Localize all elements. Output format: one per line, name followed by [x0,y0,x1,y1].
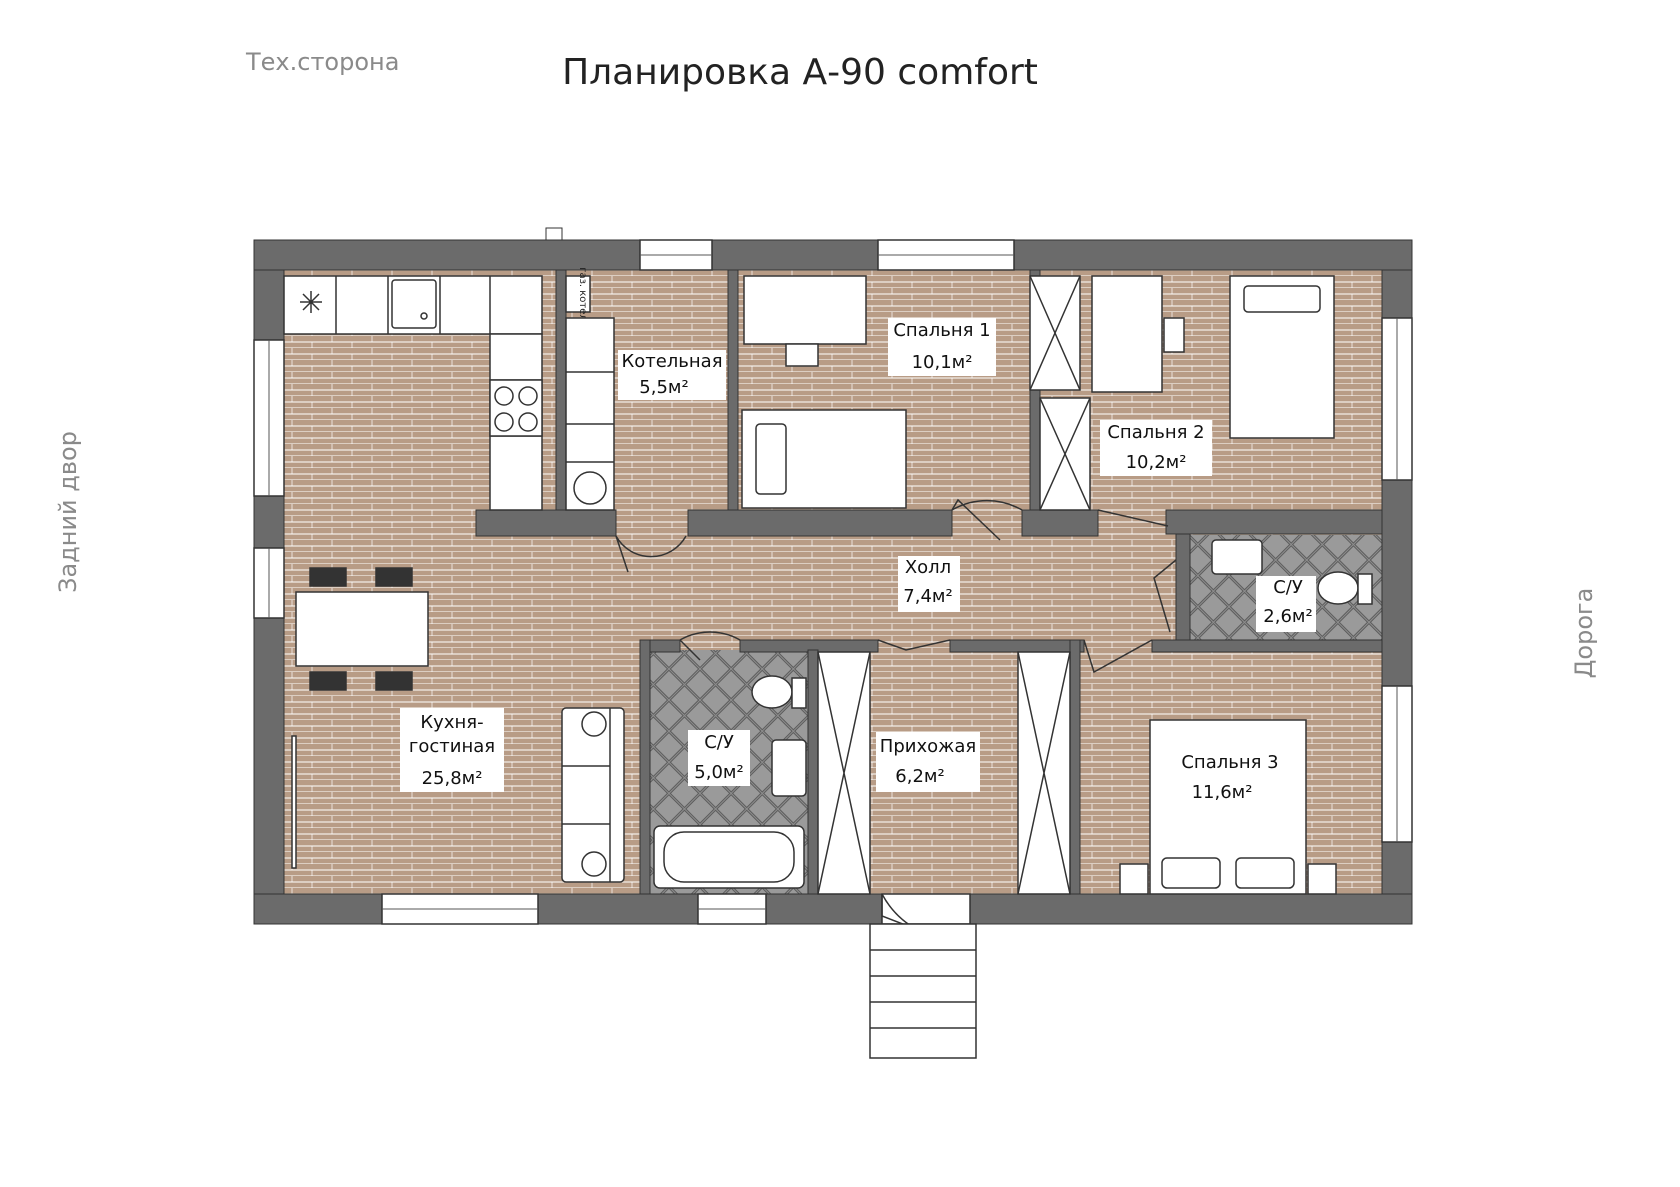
fridge-icon [300,291,322,313]
label-bath-large: С/У 5,0м² [688,730,750,786]
page-title: Планировка А-90 comfort [562,52,1038,93]
room-area: 2,6м² [1263,606,1312,627]
backyard-label: Задний двор [54,431,82,593]
chair [785,343,819,367]
desk [1091,275,1163,393]
toilet [1317,571,1359,605]
kitchen-furniture [283,275,625,883]
room-name: Спальня 3 [1181,752,1278,773]
tech-side-label: Тех.сторона [245,48,399,76]
room-area: 6,2м² [895,766,944,787]
sink [391,279,437,329]
label-bedroom3: Спальня 3 11,6м² [1174,750,1284,806]
room-name-line: гостиная [409,736,495,757]
wardrobes [817,651,1071,895]
label-bath-small: С/У 2,6м² [1256,576,1316,632]
chair [375,671,413,691]
toilet [751,675,793,709]
sink [771,739,807,797]
chair [375,567,413,587]
room-area: 5,5м² [639,377,688,398]
room-name: Котельная [621,351,722,372]
boiler [565,275,591,313]
label-kitchen: Кухня-гостиная 25,8м² [400,708,504,792]
bedroom2-furniture [1029,275,1335,511]
entrance-door-gap [881,893,971,925]
room-name-line: Кухня- [420,712,483,733]
room-name: Прихожая [880,736,976,757]
label-boiler-room: Котельная 5,5м² [618,350,726,400]
road-label: Дорога [1570,588,1598,679]
tv-panel [291,735,297,869]
label-entrance: Прихожая 6,2м² [876,732,980,792]
chair [1163,317,1185,353]
room-name: С/У [1273,577,1303,598]
room-name: Спальня 1 [893,320,990,341]
doors [615,498,1177,951]
bath-small-fixtures [1211,539,1373,605]
room-name: Спальня 2 [1107,422,1204,443]
chimney [545,227,563,241]
room-area: 25,8м² [422,768,483,789]
sink [1211,539,1263,575]
room-name: Кухня-гостиная [409,712,495,757]
dining-table [295,591,429,667]
nightstand [1307,863,1337,895]
room-area: 10,2м² [1126,452,1187,473]
room-area: 11,6м² [1192,782,1253,803]
chair [309,567,347,587]
door-hall-entrance [1083,639,1153,674]
bath-large-fixtures [653,675,807,889]
chair [309,671,347,691]
door-boiler [615,535,687,573]
door-bedroom2 [1097,509,1169,527]
door-bath-small [1153,559,1177,633]
door-bath-large [679,631,741,661]
label-hall: Холл 7,4м² [898,556,960,612]
label-bedroom1: Спальня 1 10,1м² [888,318,996,376]
bedroom3-furniture [1119,719,1337,895]
door-bedroom1 [951,498,1023,541]
nightstand [1119,863,1149,895]
room-labels: Кухня-гостиная 25,8м² Котельная 5,5м² Сп… [400,318,1316,806]
room-name: Холл [905,557,951,578]
boiler-room-furniture: газ. котел [565,267,615,511]
washing-machine [573,471,607,505]
porch-stairs [869,923,977,1059]
desk [743,275,867,345]
boiler-label: газ. котел [577,267,588,321]
room-name: С/У [704,732,734,753]
label-bedroom2: Спальня 2 10,2м² [1100,420,1212,476]
room-area: 5,0м² [694,762,743,783]
sofa [561,707,625,883]
room-area: 10,1м² [912,352,973,373]
door-wardrobe [877,639,951,651]
room-area: 7,4м² [903,586,952,607]
bedroom1-furniture [741,275,907,509]
